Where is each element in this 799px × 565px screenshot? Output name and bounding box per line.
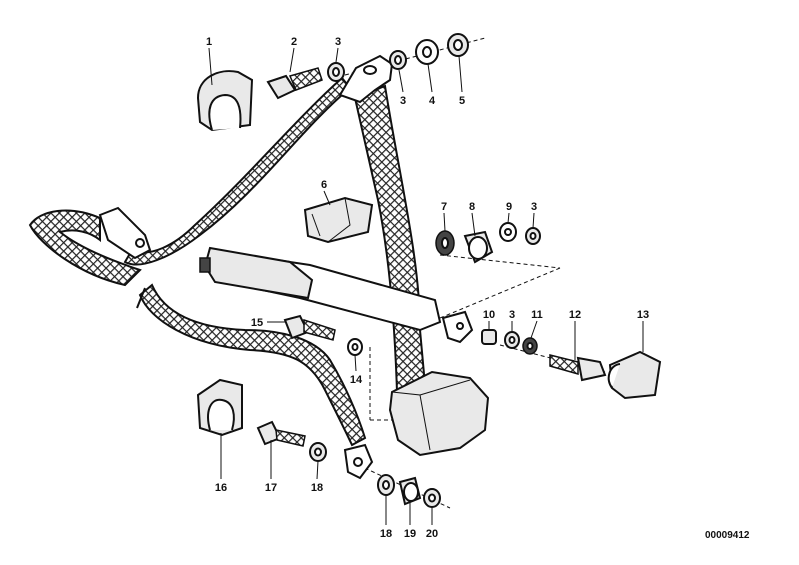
part-label-5: 5	[459, 95, 465, 107]
part-18-washer-left	[309, 442, 327, 462]
part-15-bolt	[283, 314, 336, 341]
leader-line-4	[427, 63, 433, 93]
part-label-11: 11	[531, 309, 543, 321]
part-label-3d: 3	[509, 309, 515, 321]
leader-line-3a	[335, 47, 339, 63]
part-label-14: 14	[350, 374, 363, 386]
part-2-bolt	[266, 67, 323, 100]
leader-line-6	[323, 190, 331, 206]
part-19-spacer	[398, 476, 422, 506]
buckle-housing	[203, 246, 314, 300]
part-3-nut-lower	[504, 331, 520, 349]
loop-bracket-hole	[135, 238, 145, 248]
part-16-cover-cap	[196, 378, 243, 437]
part-label-12: 12	[569, 309, 581, 321]
left-loop-strap	[28, 209, 142, 287]
part-1-cover-cap	[196, 70, 254, 132]
part-label-19: 19	[404, 528, 416, 540]
part-10-sleeve	[481, 329, 497, 345]
part-label-18a: 18	[311, 482, 323, 494]
retractor-housing	[388, 370, 490, 457]
part-label-17: 17	[265, 482, 277, 494]
part-label-4: 4	[429, 95, 436, 107]
part-5-washer	[447, 33, 469, 57]
part-13-cover-cap	[607, 350, 662, 400]
part-label-7: 7	[441, 201, 447, 213]
upper-strap	[123, 76, 352, 266]
leader-line-8	[471, 212, 476, 237]
part-label-13: 13	[637, 309, 649, 321]
leader-line-18a	[316, 460, 319, 480]
part-14-washer	[347, 338, 363, 356]
top-anchor-plate	[338, 54, 394, 104]
part-label-3a: 3	[335, 36, 341, 48]
part-17-bolt	[256, 420, 306, 447]
diagram-code: 00009412	[705, 530, 750, 541]
retractor-edge-2	[419, 379, 471, 396]
leader-line-5	[458, 55, 463, 93]
part-label-8: 8	[469, 201, 475, 213]
part-label-20: 20	[426, 528, 438, 540]
part-label-9: 9	[506, 201, 512, 213]
part-6-cover	[303, 196, 374, 244]
part-label-15: 15	[251, 317, 263, 329]
leader-line-2	[289, 47, 295, 73]
part-8-spacer	[463, 230, 494, 264]
part-label-1: 1	[206, 36, 212, 48]
part-label-3c: 3	[531, 201, 537, 213]
leader-line-7	[443, 212, 446, 232]
part-7-bushing	[435, 230, 455, 256]
part-20-washer	[423, 488, 441, 508]
loop-bracket	[98, 206, 152, 260]
anchor-hole	[363, 65, 377, 75]
part-9-washer	[499, 222, 517, 242]
part-label-2: 2	[291, 36, 297, 48]
part-label-10: 10	[483, 309, 495, 321]
leader-line-3b	[398, 69, 404, 93]
part-11-washer	[522, 337, 538, 355]
part-3-washer-top-right	[389, 50, 407, 70]
buckle-bracket-hole	[456, 322, 464, 330]
part-label-16: 16	[215, 482, 227, 494]
part-label-3b: 3	[400, 95, 406, 107]
part-label-18b: 18	[380, 528, 392, 540]
part-12-bolt	[549, 354, 607, 382]
leader-line-9	[507, 212, 510, 224]
part-3-nut-hole	[332, 67, 340, 77]
part-4-washer	[415, 39, 439, 65]
part-18-washer-bottom	[377, 474, 395, 496]
leader-line-14	[354, 354, 357, 372]
vertical-strap	[353, 84, 427, 394]
leader-lines	[208, 47, 644, 525]
leader-line-1	[208, 47, 213, 86]
lower-anchor-hole	[353, 457, 363, 467]
leader-line-3c	[532, 212, 535, 229]
part-label-6: 6	[321, 179, 327, 191]
part-3-nut-middle	[525, 227, 541, 245]
lower-strap	[138, 283, 367, 447]
strap-arrow	[136, 287, 146, 309]
leader-line-11	[530, 320, 538, 339]
buckle-end	[199, 257, 211, 273]
